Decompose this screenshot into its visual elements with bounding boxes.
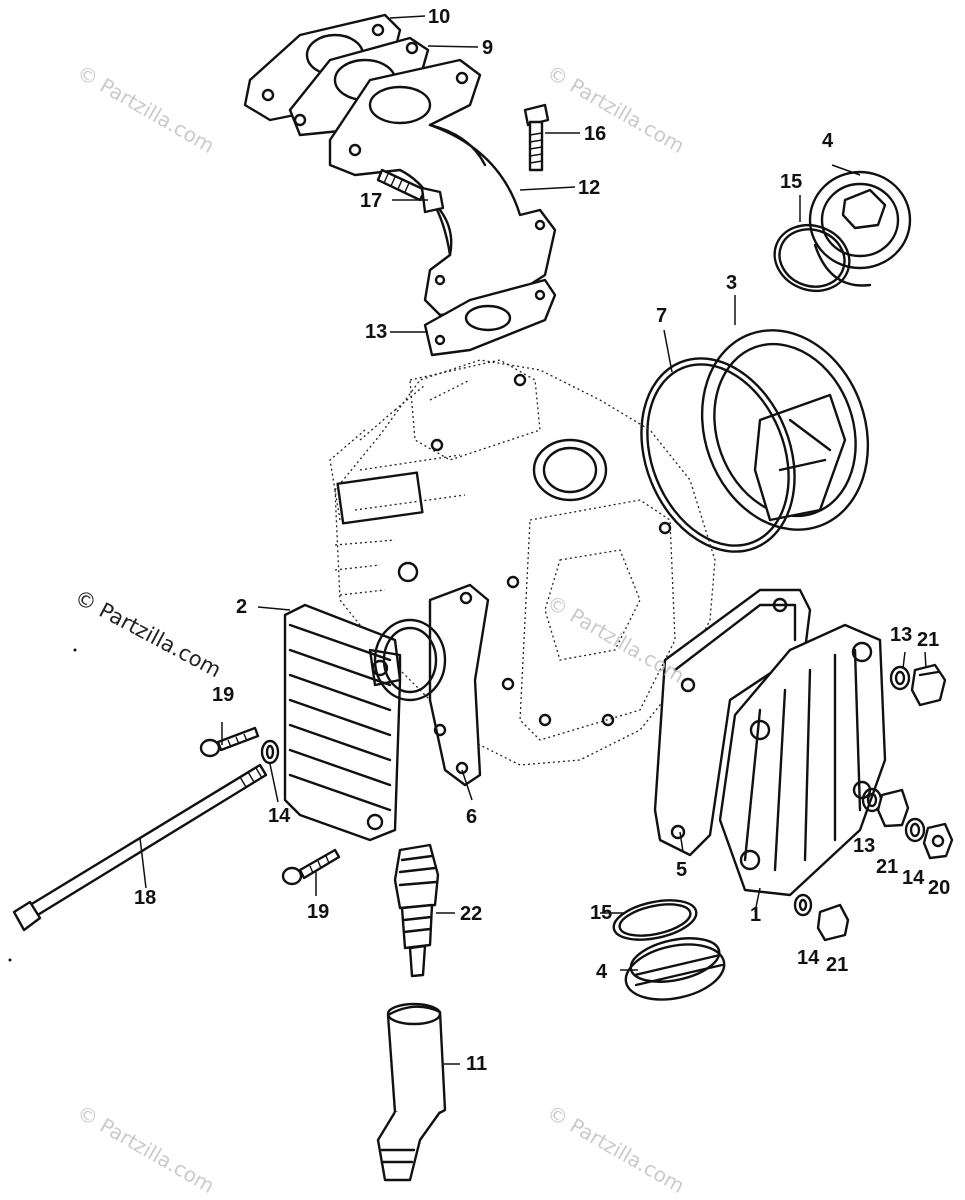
callout-19-lower: 19 bbox=[307, 901, 330, 923]
part-19-screw-upper bbox=[199, 726, 260, 758]
callout-5: 5 bbox=[676, 859, 688, 881]
callout-13-c: 14 bbox=[902, 867, 925, 889]
part-14-washer-right bbox=[793, 893, 813, 917]
callout-21-a: 21 bbox=[917, 629, 940, 651]
callout-6: 6 bbox=[466, 806, 478, 828]
part-7-oring bbox=[640, 357, 796, 553]
part-20-nut bbox=[922, 822, 954, 860]
callout-10: 12 bbox=[578, 177, 601, 199]
part-12-plug-cap bbox=[376, 1002, 447, 1182]
callout-16: 16 bbox=[584, 123, 607, 145]
part-10-intake-pipe bbox=[328, 58, 557, 317]
callout-11: 13 bbox=[365, 321, 388, 343]
part-4-cap-bottom bbox=[624, 937, 726, 1001]
callout-12: 11 bbox=[466, 1053, 488, 1075]
part-14-washer-left bbox=[260, 739, 280, 765]
cylinder-head-outline bbox=[329, 359, 716, 766]
part-15-oring-bottom bbox=[612, 899, 698, 941]
callout-18: 18 bbox=[134, 887, 157, 909]
part-18-stud bbox=[12, 763, 268, 932]
callout-15-bottom: 15 bbox=[590, 902, 613, 924]
part-22-spark-plug bbox=[393, 843, 440, 978]
callout-4-top: 4 bbox=[822, 130, 834, 152]
callout-17: 17 bbox=[360, 190, 383, 212]
part-19-screw-lower bbox=[281, 848, 341, 886]
part-16-bolt bbox=[523, 103, 550, 172]
part-5-gasket bbox=[653, 588, 812, 857]
part-21-nut-a bbox=[910, 663, 947, 707]
callout-14-right: 14 bbox=[797, 947, 820, 969]
callout-15-top: 15 bbox=[780, 171, 803, 193]
callout-20: 20 bbox=[928, 877, 951, 899]
callout-3: 3 bbox=[726, 272, 738, 294]
callout-7: 7 bbox=[656, 305, 668, 327]
callout-9: 10 bbox=[428, 6, 451, 28]
part-6-gasket bbox=[373, 583, 490, 787]
callout-14-left: 14 bbox=[268, 805, 291, 827]
part-13-washer-c bbox=[904, 817, 926, 843]
callout-21-c: 21 bbox=[826, 954, 849, 976]
callout-22: 22 bbox=[460, 903, 483, 925]
part-15-oring-top bbox=[773, 224, 851, 292]
part-21-nut-b bbox=[876, 788, 910, 828]
callout-2: 2 bbox=[236, 596, 248, 618]
part-1-finned-cover bbox=[718, 623, 887, 897]
callout-19-upper: 19 bbox=[212, 684, 235, 706]
part-4-cap-top bbox=[808, 170, 912, 287]
callout-1: 1 bbox=[750, 904, 762, 926]
part-13-washer-a bbox=[889, 665, 911, 691]
part-17-bolt bbox=[376, 168, 445, 214]
callout-4-bottom: 4 bbox=[596, 961, 608, 983]
callout-13-b: 13 bbox=[853, 835, 876, 857]
callout-21-b: 21 bbox=[876, 856, 899, 878]
part-21-nut-c bbox=[816, 903, 850, 942]
part-2-finned-head bbox=[283, 603, 402, 842]
callout-13-a: 13 bbox=[890, 624, 913, 646]
part-11-gasket bbox=[423, 278, 557, 357]
leader-lines bbox=[139, 15, 927, 1065]
callout-8: 9 bbox=[482, 37, 494, 59]
